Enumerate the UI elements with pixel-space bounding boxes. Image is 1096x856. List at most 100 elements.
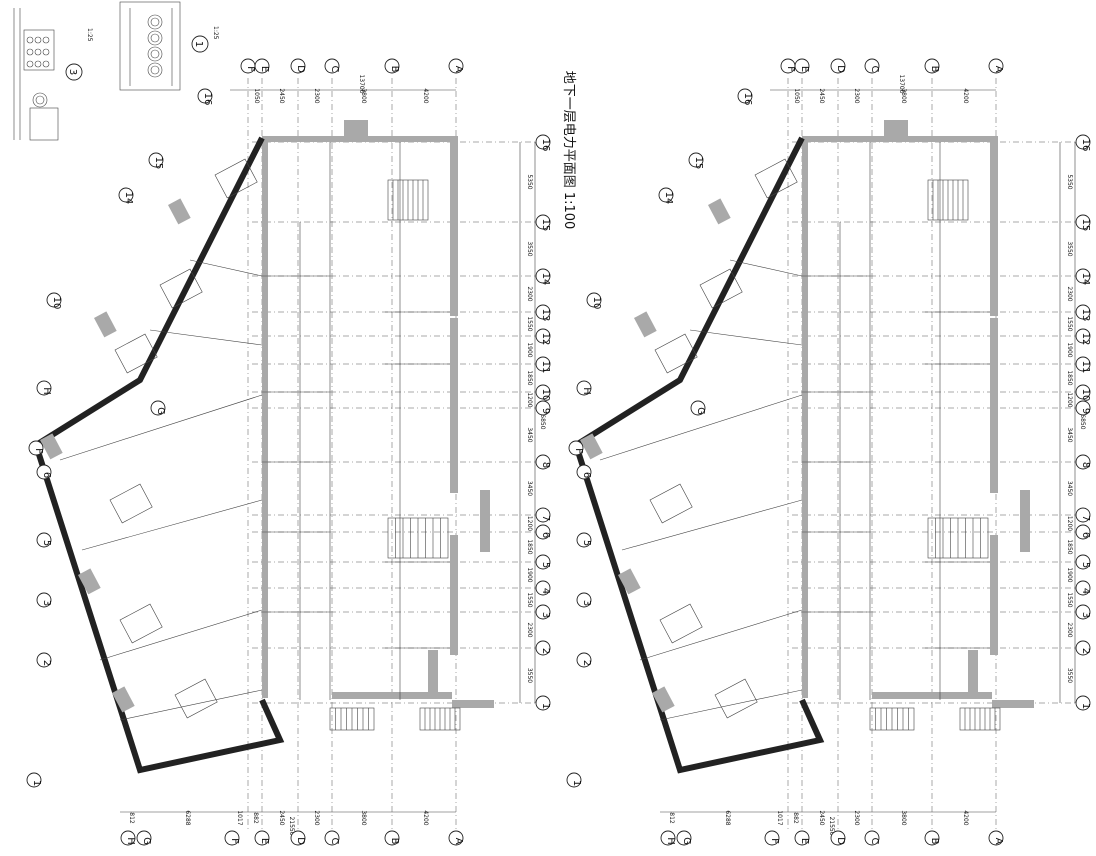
wall <box>262 136 268 698</box>
grid-label: 10 <box>591 297 602 310</box>
grid-label: 11 <box>540 361 551 374</box>
dimension-total: 21550 <box>828 816 835 835</box>
dimension-label: 2300 <box>313 810 320 825</box>
dimension-label: 2300 <box>1066 286 1073 301</box>
grid-bubble <box>535 507 551 523</box>
wing-partition <box>99 609 263 661</box>
grid-bubble <box>118 187 134 203</box>
grid-label: G <box>681 837 692 845</box>
dimension-label: 4200 <box>422 88 429 103</box>
wall <box>992 700 1034 708</box>
grid-label: 1 <box>1080 703 1091 709</box>
grid-label: 7 <box>1080 515 1091 521</box>
grid-label: 6 <box>41 472 52 478</box>
wing-outline-line <box>35 137 281 771</box>
grid-bubble <box>676 830 692 846</box>
wing-bay <box>167 198 191 225</box>
grid-label: B <box>929 66 940 73</box>
dimension-label: 3800 <box>900 810 907 825</box>
dimension-label: 1050 <box>253 88 260 103</box>
wall <box>450 535 458 655</box>
dimension-label: 1900 <box>1066 567 1073 582</box>
grid-label: 8 <box>1080 462 1091 468</box>
wall <box>450 318 458 493</box>
dimension-label: 2450 <box>278 88 285 103</box>
wall <box>990 535 998 655</box>
grid-bubble <box>535 454 551 470</box>
grid-bubble <box>148 152 164 168</box>
grid-bubble <box>1075 304 1091 320</box>
wing-stair <box>654 333 698 374</box>
grid-bubble <box>830 58 846 74</box>
dimension-label: 1550 <box>1066 316 1073 331</box>
grid-label: 2 <box>581 660 592 666</box>
grid-label: 3 <box>1080 612 1091 618</box>
wing-partition <box>81 499 263 551</box>
grid-bubble <box>1075 695 1091 711</box>
grid-bubble <box>254 58 270 74</box>
grid-bubble <box>36 532 52 548</box>
grid-label: F <box>769 838 780 844</box>
grid-bubble <box>36 380 52 396</box>
dimension-label: 3450 <box>526 481 533 496</box>
wing-partition <box>149 329 263 346</box>
wing-stair <box>119 603 163 644</box>
wing-bay <box>652 686 675 713</box>
wing-stair <box>159 268 203 309</box>
wing-stair <box>174 678 218 719</box>
grid-bubble <box>764 830 780 846</box>
detail-1-number: 1 <box>193 41 204 47</box>
grid-label: G <box>695 407 706 415</box>
grid-bubble <box>535 400 551 416</box>
grid-bubble <box>448 58 464 74</box>
grid-label: 15 <box>693 157 704 170</box>
grid-bubble <box>688 152 704 168</box>
grid-bubble <box>535 134 551 150</box>
wing-partition <box>59 394 263 461</box>
grid-bubble <box>1075 640 1091 656</box>
dimension-total: 13700 <box>898 74 905 93</box>
grid-bubble <box>924 830 940 846</box>
grid-label: F <box>33 448 44 454</box>
dimension-label: 3450 <box>1066 427 1073 442</box>
grid-bubble <box>924 58 940 74</box>
grid-label: D <box>835 65 846 73</box>
detail-1: 1 1:25 <box>119 1 219 91</box>
grid-label: 3 <box>540 612 551 618</box>
wing-partition <box>119 689 263 721</box>
lighting-plan: 5350355023001550190018501200345034501200… <box>566 58 1091 846</box>
grid-label: 2 <box>41 660 52 666</box>
detail-3: 3 1:25 <box>13 8 93 141</box>
dimension-label: 1550 <box>526 316 533 331</box>
wing-bay <box>618 568 641 595</box>
grid-bubble <box>1075 328 1091 344</box>
grid-bubble <box>576 464 592 480</box>
grid-label: 5 <box>540 562 551 568</box>
grid-label: F <box>245 66 256 72</box>
grid-bubble <box>28 440 44 456</box>
grid-bubble <box>150 400 166 416</box>
grid-label: 2 <box>1080 648 1091 654</box>
grid-bubble <box>576 592 592 608</box>
grid-label: D <box>295 837 306 845</box>
grid-label: E <box>259 66 270 72</box>
grid-label: 3 <box>581 600 592 606</box>
grid-label: 15 <box>153 157 164 170</box>
grid-label: G <box>155 407 166 415</box>
grid-bubble <box>535 384 551 400</box>
wall <box>332 692 452 699</box>
power-plan: 5350355023001550190018501200345034501200… <box>26 58 576 846</box>
wall <box>884 120 908 142</box>
grid-bubble <box>1075 454 1091 470</box>
dimension-label: 2300 <box>853 810 860 825</box>
dimension-label: 2300 <box>526 622 533 637</box>
grid-bubble <box>566 772 582 788</box>
dimension-label: 1900 <box>526 342 533 357</box>
dimension-label: 812 <box>668 812 675 824</box>
grid-bubble <box>535 640 551 656</box>
wing-bay <box>40 433 63 460</box>
plan-title: 地下一层电力平面图 1:100 <box>561 71 576 230</box>
grid-label: 16 <box>1080 139 1091 152</box>
wing-bay <box>94 311 117 338</box>
